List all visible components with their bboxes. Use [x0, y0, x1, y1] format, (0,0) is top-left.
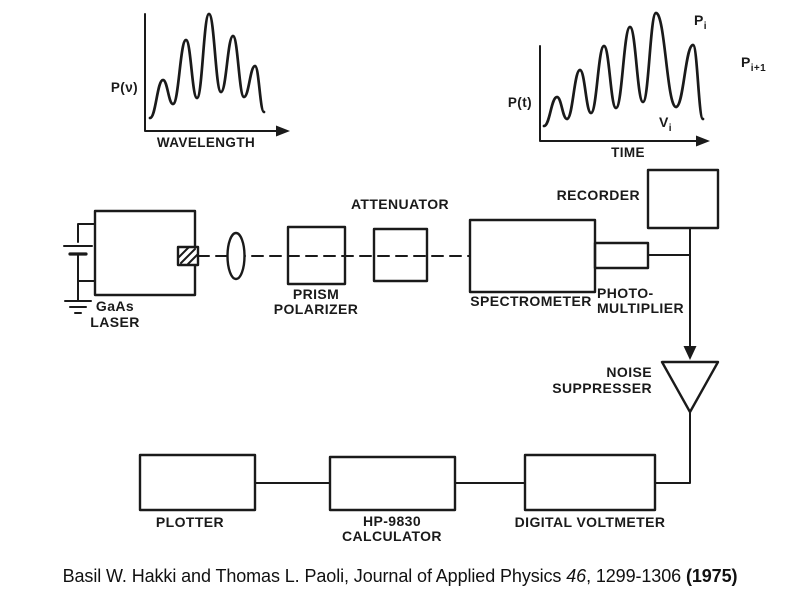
- time-peak-i1-label: Pi+1: [741, 54, 766, 74]
- attenuator-box: [372, 227, 429, 283]
- prism-label-line2: POLARIZER: [274, 301, 359, 317]
- spectrum-x-axis-label: WAVELENGTH: [157, 135, 255, 150]
- time-y-axis-label: P(t): [508, 95, 532, 110]
- plotter-box: [138, 453, 257, 512]
- spectrum-curve: [148, 12, 266, 120]
- calculator-label-line2: CALCULATOR: [342, 528, 442, 544]
- spectrum-axes: [144, 13, 278, 132]
- prism-polarizer-box: [286, 225, 347, 286]
- spectrometer-label: SPECTROMETER: [470, 293, 591, 309]
- wire-to-voltmeter: [654, 411, 691, 484]
- inset-time: P(t) TIME Pi Pi+1 Vi: [508, 11, 766, 160]
- laser-label-line1: GaAs: [96, 298, 134, 314]
- noise-suppresser-triangle: [660, 360, 720, 414]
- plotter-label: PLOTTER: [156, 514, 224, 530]
- time-x-axis-label: TIME: [611, 145, 645, 160]
- time-axis-arrow: [696, 135, 710, 147]
- citation-volume: 46: [566, 566, 587, 586]
- time-valley-i-label: Vi: [659, 114, 672, 134]
- spectrum-axis-arrow: [276, 125, 290, 137]
- photomultiplier-box: [593, 241, 650, 270]
- wire-pm-to-recorder: [647, 227, 691, 256]
- noise-label-line2: SUPPRESSER: [552, 380, 652, 396]
- calculator-box: [328, 455, 457, 512]
- noise-label-line1: NOISE: [606, 364, 652, 380]
- prism-label-line1: PRISM: [293, 286, 339, 302]
- battery-wire-top: [77, 223, 96, 243]
- laser-diode-hatching: [178, 246, 199, 265]
- citation-year: (1975): [685, 566, 738, 586]
- photomultiplier-label-line2: MULTIPLIER: [597, 300, 684, 316]
- spectrum-y-axis-label: P(ν): [111, 80, 138, 95]
- time-peak-i-label: Pi: [694, 12, 707, 32]
- wire-arrowhead: [683, 346, 697, 360]
- recorder-label: RECORDER: [557, 187, 640, 203]
- citation-pages: , 1299-1306: [586, 566, 686, 586]
- citation: Basil W. Hakki and Thomas L. Paoli, Jour…: [0, 566, 800, 587]
- photomultiplier-label-line1: PHOTO-: [597, 285, 654, 301]
- time-curve: [542, 11, 705, 128]
- voltmeter-label: DIGITAL VOLTMETER: [515, 514, 666, 530]
- calculator-label-line1: HP-9830: [363, 513, 421, 529]
- attenuator-label: ATTENUATOR: [351, 196, 449, 212]
- laser-label-line2: LASER: [90, 314, 139, 330]
- inset-spectrum: P(ν) WAVELENGTH: [111, 12, 290, 150]
- experimental-setup-diagram: P(ν) WAVELENGTH P(t) TIME Pi Pi+1 Vi: [63, 11, 766, 544]
- laser-assembly: GaAs LASER: [63, 209, 200, 330]
- recorder-box: [646, 168, 720, 230]
- time-axes: [539, 45, 698, 142]
- lens: [226, 231, 246, 281]
- digital-voltmeter-box: [523, 453, 657, 512]
- spectrometer-box: [468, 218, 597, 294]
- citation-authors: Basil W. Hakki and Thomas L. Paoli, Jour…: [62, 566, 567, 586]
